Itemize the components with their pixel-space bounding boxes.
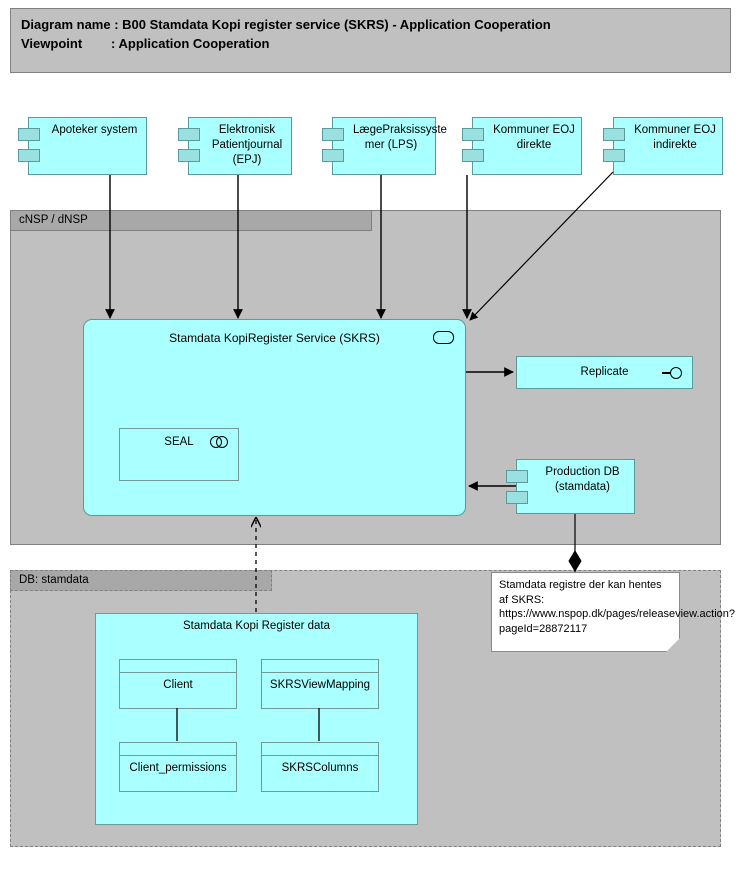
data-object-skrsviewmapping[interactable]: SKRSViewMapping xyxy=(261,659,379,709)
application-component-seal[interactable]: SEAL xyxy=(119,428,239,481)
application-service-icon xyxy=(433,331,454,344)
application-collaboration-icon xyxy=(210,436,229,448)
group-db-stamdata-label: DB: stamdata xyxy=(19,574,89,586)
viewpoint-line: Viewpoint : Application Cooperation xyxy=(21,36,270,51)
note-fold-corner-icon xyxy=(666,638,680,652)
component-kommuner-eoj-direkte[interactable]: Kommuner EOJ direkte xyxy=(462,117,582,175)
component-tab-lower-icon xyxy=(178,149,200,162)
component-lps-label: LægePraksissyste mer (LPS) xyxy=(353,124,447,151)
data-object-client-label: Client xyxy=(163,679,193,691)
application-service-skrs[interactable]: Stamdata KopiRegister Service (SKRS) SEA… xyxy=(83,319,466,516)
data-object-header-bar xyxy=(120,743,236,756)
component-tab-lower-icon xyxy=(506,491,528,504)
component-tab-upper-icon xyxy=(462,128,484,141)
data-object-client[interactable]: Client xyxy=(119,659,237,709)
data-model-frame: Stamdata Kopi Register data Client SKRSV… xyxy=(95,613,418,825)
data-model-frame-label: Stamdata Kopi Register data xyxy=(182,620,331,632)
composition-diamond-icon xyxy=(568,550,582,572)
data-object-header-bar xyxy=(262,660,378,673)
application-interface-replicate[interactable]: Replicate xyxy=(516,356,693,389)
diagram-title-box: Diagram name : B00 Stamdata Kopi registe… xyxy=(10,8,731,73)
component-kommuner-eoj-direkte-label: Kommuner EOJ direkte xyxy=(493,124,575,151)
component-kommuner-eoj-indirekte-label: Kommuner EOJ indirekte xyxy=(634,124,716,151)
note-stamdata-registre-text: Stamdata registre der kan hentes af SKRS… xyxy=(499,579,736,635)
data-object-client-permissions[interactable]: Client_permissions xyxy=(119,742,237,792)
group-cnsp-dnsp-label: cNSP / dNSP xyxy=(19,214,88,226)
data-object-skrscolumns-label: SKRSColumns xyxy=(281,762,359,774)
component-epj-label: Elektronisk Patientjournal (EPJ) xyxy=(211,124,283,166)
component-tab-lower-icon xyxy=(322,149,344,162)
component-production-db[interactable]: Production DB (stamdata) xyxy=(506,459,635,514)
component-tab-lower-icon xyxy=(18,149,40,162)
diagram-name-line: Diagram name : B00 Stamdata Kopi registe… xyxy=(21,17,551,32)
data-object-header-bar xyxy=(262,743,378,756)
component-tab-upper-icon xyxy=(603,128,625,141)
component-apoteker-system-label: Apoteker system xyxy=(51,124,138,136)
note-stamdata-registre: Stamdata registre der kan hentes af SKRS… xyxy=(491,572,736,652)
component-production-db-label: Production DB (stamdata) xyxy=(545,466,620,493)
component-epj[interactable]: Elektronisk Patientjournal (EPJ) xyxy=(178,117,292,175)
data-object-header-bar xyxy=(120,660,236,673)
data-object-client-permissions-label: Client_permissions xyxy=(129,762,227,774)
application-service-skrs-label: Stamdata KopiRegister Service (SKRS) xyxy=(169,331,380,345)
component-tab-upper-icon xyxy=(322,128,344,141)
component-tab-upper-icon xyxy=(178,128,200,141)
group-db-stamdata-tab: DB: stamdata xyxy=(10,570,272,591)
component-tab-lower-icon xyxy=(603,149,625,162)
component-tab-lower-icon xyxy=(462,149,484,162)
application-interface-icon xyxy=(662,367,684,379)
application-interface-replicate-label: Replicate xyxy=(580,366,629,378)
component-tab-upper-icon xyxy=(18,128,40,141)
component-lps[interactable]: LægePraksissyste mer (LPS) xyxy=(322,117,447,175)
data-object-skrsviewmapping-label: SKRSViewMapping xyxy=(269,679,371,691)
component-kommuner-eoj-indirekte[interactable]: Kommuner EOJ indirekte xyxy=(603,117,723,175)
component-tab-upper-icon xyxy=(506,470,528,483)
component-apoteker-system[interactable]: Apoteker system xyxy=(18,117,147,175)
data-object-skrscolumns[interactable]: SKRSColumns xyxy=(261,742,379,792)
group-cnsp-dnsp-tab: cNSP / dNSP xyxy=(10,210,372,231)
application-component-seal-label: SEAL xyxy=(164,436,194,448)
